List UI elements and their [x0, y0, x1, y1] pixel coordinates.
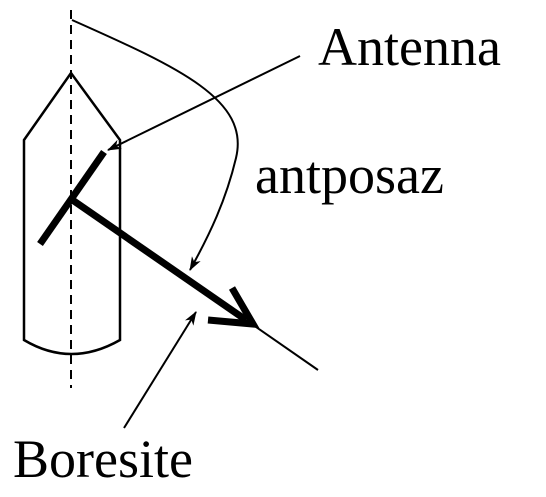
antenna-label: Antenna — [318, 17, 501, 77]
antenna-pointer-line — [107, 55, 301, 151]
boresite-extension-line — [245, 319, 319, 371]
boresite-pointer-line — [123, 311, 197, 429]
boresite-label: Boresite — [13, 429, 193, 489]
spacecraft-body-outline — [22, 70, 122, 356]
boresite-arrow-shaft — [69, 196, 248, 323]
azimuth-angle-arc — [71, 19, 239, 271]
antposaz-label: antposaz — [255, 145, 444, 205]
